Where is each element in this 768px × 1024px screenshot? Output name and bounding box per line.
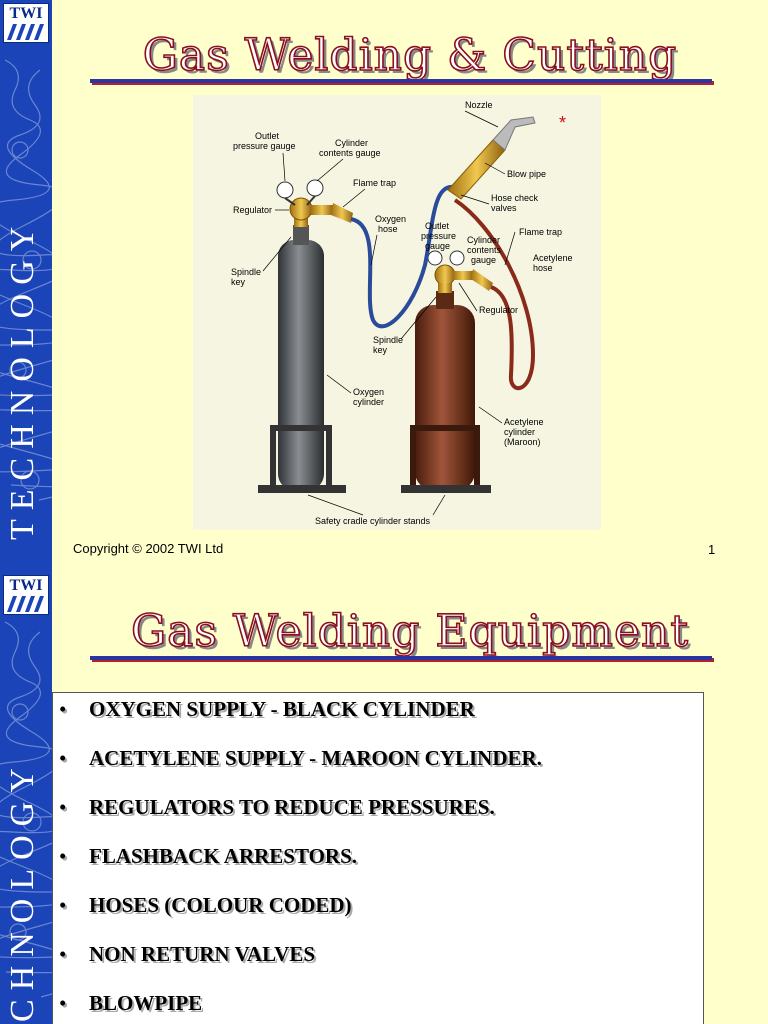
twi-logo-2: TWI bbox=[3, 575, 49, 615]
label-acetylene-hose: Acetylene bbox=[533, 253, 573, 263]
label-acetylene-cylinder-3: (Maroon) bbox=[504, 437, 541, 447]
title-underline bbox=[90, 79, 712, 83]
label-outlet-gauge-b: Outlet bbox=[425, 221, 450, 231]
bullet-text: REGULATORS TO REDUCE PRESSURES. bbox=[89, 795, 495, 819]
bullet-list-box: • OXYGEN SUPPLY - BLACK CYLINDER • ACETYLE… bbox=[52, 692, 704, 1024]
twi-logo: TWI bbox=[3, 3, 49, 43]
label-oxygen-cylinder-2: cylinder bbox=[353, 397, 384, 407]
equipment-diagram: Nozzle Outlet pressure gauge Cylinder co… bbox=[193, 95, 601, 530]
gas-welding-diagram-svg: Nozzle Outlet pressure gauge Cylinder co… bbox=[231, 100, 573, 526]
bullet-dot: • bbox=[59, 844, 67, 868]
label-oxygen-cylinder: Oxygen bbox=[353, 387, 384, 397]
label-blow-pipe: Blow pipe bbox=[507, 169, 546, 179]
slide-gas-welding-cutting: TWI TECHNOLOGY Gas Welding & Cutting bbox=[0, 0, 716, 572]
label-oxygen-hose: Oxygen bbox=[375, 214, 406, 224]
twi-logo-stripes-icon bbox=[7, 24, 44, 40]
label-safety-cradle: Safety cradle cylinder stands bbox=[315, 516, 431, 526]
label-acetylene-cylinder: Acetylene bbox=[504, 417, 544, 427]
slide-title: Gas Welding & Cutting bbox=[142, 29, 678, 82]
sidebar-2: TWI CHNOLOGY bbox=[0, 572, 52, 1024]
slide-title-2: Gas Welding Equipment bbox=[130, 605, 690, 658]
label-cylinder-gauge: Cylinder bbox=[335, 138, 368, 148]
twi-logo-text-2: TWI bbox=[9, 577, 43, 594]
label-outlet-gauge-2: pressure gauge bbox=[233, 141, 296, 151]
bullet-text: HOSES (COLOUR CODED) bbox=[89, 893, 352, 917]
bullet-dot: • bbox=[59, 697, 67, 721]
sidebar-technology-text-2: CHNOLOGY bbox=[4, 759, 41, 1022]
sidebar-pattern bbox=[0, 59, 52, 501]
label-outlet-gauge-b3: gauge bbox=[425, 241, 450, 251]
label-cylinder-gauge-2: contents gauge bbox=[319, 148, 381, 158]
label-flame-trap-2: Flame trap bbox=[519, 227, 562, 237]
asterisk-mark: * bbox=[559, 113, 566, 133]
oxygen-regulator bbox=[276, 179, 353, 227]
twi-logo-text: TWI bbox=[9, 5, 43, 22]
footer-copyright: Copyright © 2002 TWI Ltd bbox=[73, 541, 224, 556]
bullet-dot: • bbox=[59, 991, 67, 1015]
title-underline-2 bbox=[90, 656, 712, 660]
bullet-dot: • bbox=[59, 746, 67, 770]
label-spindle-key-2b: key bbox=[373, 345, 388, 355]
label-outlet-gauge: Outlet bbox=[255, 131, 280, 141]
bullet-dot: • bbox=[59, 795, 67, 819]
label-cylinder-gauge-b: Cylinder bbox=[467, 235, 500, 245]
label-acetylene-hose-2: hose bbox=[533, 263, 553, 273]
label-spindle-key-2: Spindle bbox=[373, 335, 403, 345]
label-spindle-key-1: Spindle bbox=[231, 267, 261, 277]
oxygen-hose bbox=[350, 185, 454, 329]
bullet-text: ACETYLENE SUPPLY - MAROON CYLINDER. bbox=[89, 746, 542, 770]
label-regulator-1: Regulator bbox=[233, 205, 272, 215]
bullet-dot: • bbox=[59, 942, 67, 966]
acetylene-regulator bbox=[427, 250, 493, 293]
sidebar-technology-text: TECHNOLOGY bbox=[4, 217, 41, 540]
label-hose-check-2: valves bbox=[491, 203, 517, 213]
diagram-labels: Nozzle Outlet pressure gauge Cylinder co… bbox=[231, 100, 573, 526]
oxygen-cylinder bbox=[258, 225, 346, 493]
label-acetylene-cylinder-2: cylinder bbox=[504, 427, 535, 437]
bullet-dot: • bbox=[59, 893, 67, 917]
label-nozzle: Nozzle bbox=[465, 100, 493, 110]
acetylene-hose bbox=[453, 198, 536, 391]
bullet-text: NON RETURN VALVES bbox=[89, 942, 316, 966]
acetylene-cylinder bbox=[401, 291, 491, 493]
sidebar: TWI TECHNOLOGY bbox=[0, 0, 52, 572]
twi-logo-stripes-icon-2 bbox=[7, 596, 44, 612]
label-regulator-2: Regulator bbox=[479, 305, 518, 315]
label-oxygen-hose-2: hose bbox=[378, 224, 398, 234]
blowpipe bbox=[447, 116, 536, 200]
page-number: 1 bbox=[708, 542, 716, 557]
sidebar-pattern-2 bbox=[0, 621, 52, 998]
bullet-text: OXYGEN SUPPLY - BLACK CYLINDER bbox=[89, 697, 475, 721]
label-spindle-key-1b: key bbox=[231, 277, 246, 287]
label-hose-check: Hose check bbox=[491, 193, 539, 203]
bullet-text: BLOWPIPE bbox=[89, 991, 203, 1015]
bullet-text: FLASHBACK ARRESTORS. bbox=[89, 844, 358, 868]
slide-gas-welding-equipment: TWI CHNOLOGY Gas Welding Equipment • OXYG… bbox=[0, 572, 768, 1024]
label-cylinder-gauge-b2: contents bbox=[467, 245, 502, 255]
label-cylinder-gauge-b3: gauge bbox=[471, 255, 496, 265]
leader-lines bbox=[262, 110, 516, 516]
label-outlet-gauge-b2: pressure bbox=[421, 231, 456, 241]
label-flame-trap-1: Flame trap bbox=[353, 178, 396, 188]
